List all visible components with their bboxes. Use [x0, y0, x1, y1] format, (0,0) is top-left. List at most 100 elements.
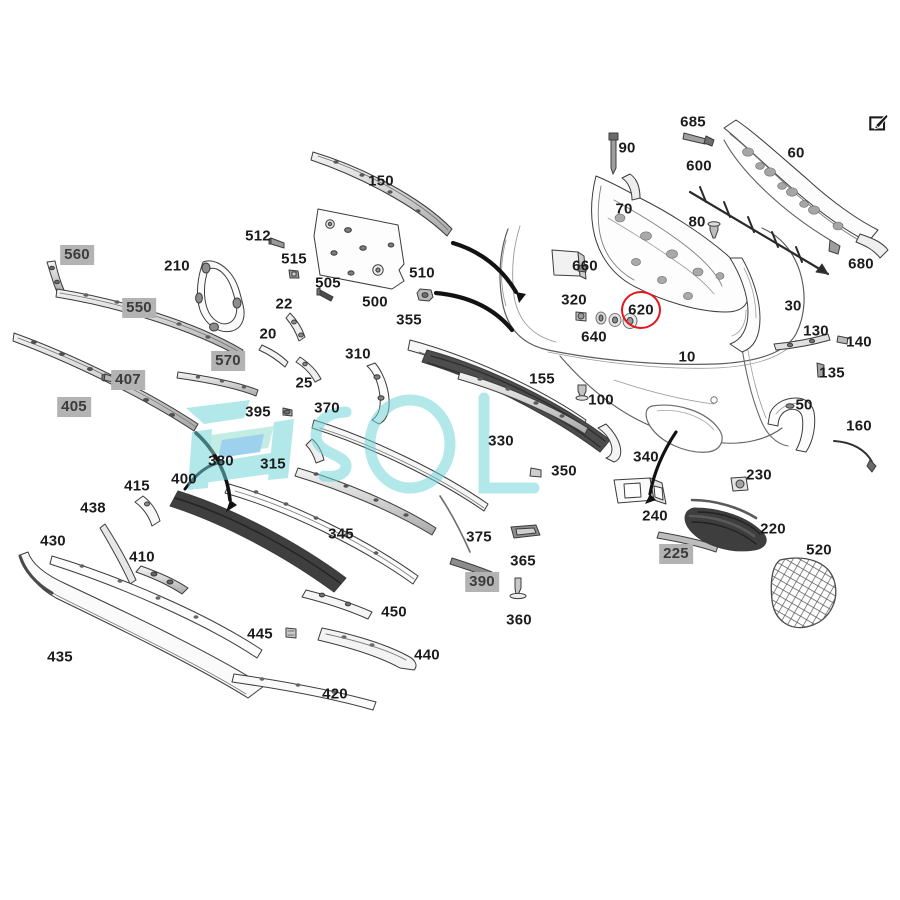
- callout-label-350[interactable]: 350: [551, 462, 577, 480]
- part-370: [311, 419, 489, 512]
- callout-label-135[interactable]: 135: [819, 364, 845, 382]
- callout-label-415[interactable]: 415: [124, 477, 150, 495]
- part-360: [509, 577, 527, 600]
- part-365: [510, 524, 541, 539]
- part-510: [416, 288, 434, 302]
- callout-label-430[interactable]: 430: [40, 532, 66, 550]
- callout-label-405[interactable]: 405: [57, 397, 91, 417]
- callout-label-380[interactable]: 380: [208, 452, 234, 470]
- callout-label-420[interactable]: 420: [322, 685, 348, 703]
- callout-label-240[interactable]: 240: [642, 507, 668, 525]
- callout-label-25[interactable]: 25: [295, 374, 313, 392]
- part-230: [730, 476, 749, 492]
- callout-label-620[interactable]: 620: [628, 301, 654, 319]
- callout-label-320[interactable]: 320: [561, 291, 587, 309]
- part-100: [575, 384, 589, 401]
- callout-label-365[interactable]: 365: [510, 552, 536, 570]
- callout-label-50[interactable]: 50: [795, 396, 813, 414]
- part-130: [773, 333, 831, 351]
- callout-label-345[interactable]: 345: [328, 525, 354, 543]
- callout-label-560[interactable]: 560: [60, 245, 94, 265]
- callout-label-505[interactable]: 505: [315, 274, 341, 292]
- part-210: [195, 260, 245, 333]
- callout-label-390[interactable]: 390: [465, 572, 499, 592]
- callout-label-640[interactable]: 640: [581, 328, 607, 346]
- callout-label-550[interactable]: 550: [122, 298, 156, 318]
- callout-label-680[interactable]: 680: [848, 255, 874, 273]
- callout-label-520[interactable]: 520: [806, 541, 832, 559]
- part-140: [836, 335, 849, 345]
- part-512: [268, 237, 285, 249]
- part-135: [816, 362, 825, 378]
- part-240: [613, 477, 667, 505]
- part-570: [176, 371, 259, 397]
- callout-label-90[interactable]: 90: [618, 139, 636, 157]
- part-340: [597, 423, 622, 463]
- part-438: [99, 523, 137, 585]
- callout-label-450[interactable]: 450: [381, 603, 407, 621]
- callout-label-150[interactable]: 150: [368, 172, 394, 190]
- callout-label-355[interactable]: 355: [396, 311, 422, 329]
- part-445: [285, 627, 297, 639]
- callout-label-230[interactable]: 230: [746, 466, 772, 484]
- part-450: [301, 589, 373, 620]
- callout-label-375[interactable]: 375: [466, 528, 492, 546]
- callout-label-515[interactable]: 515: [281, 250, 307, 268]
- part-640: [595, 311, 622, 327]
- callout-label-80[interactable]: 80: [688, 213, 706, 231]
- part-315: [305, 438, 325, 464]
- callout-label-70[interactable]: 70: [615, 200, 633, 218]
- edit-pencil-icon[interactable]: [868, 113, 888, 133]
- callout-label-410[interactable]: 410: [129, 548, 155, 566]
- callout-label-130[interactable]: 130: [803, 322, 829, 340]
- callout-label-310[interactable]: 310: [345, 345, 371, 363]
- callout-label-220[interactable]: 220: [760, 520, 786, 538]
- part-440: [317, 627, 417, 671]
- callout-label-100[interactable]: 100: [588, 391, 614, 409]
- callout-label-435[interactable]: 435: [47, 648, 73, 666]
- part-80: [707, 221, 721, 239]
- callout-label-440[interactable]: 440: [414, 646, 440, 664]
- callout-label-395[interactable]: 395: [245, 403, 271, 421]
- callout-label-438[interactable]: 438: [80, 499, 106, 517]
- callout-label-225[interactable]: 225: [659, 544, 693, 564]
- part-160: [833, 440, 877, 473]
- callout-label-510[interactable]: 510: [409, 264, 435, 282]
- part-225: [656, 531, 719, 553]
- callout-label-600[interactable]: 600: [686, 157, 712, 175]
- callout-label-407[interactable]: 407: [111, 370, 145, 390]
- callout-label-315[interactable]: 315: [260, 455, 286, 473]
- callout-label-570[interactable]: 570: [211, 351, 245, 371]
- callout-label-10[interactable]: 10: [678, 348, 696, 366]
- callout-label-512[interactable]: 512: [245, 227, 271, 245]
- callout-label-360[interactable]: 360: [506, 611, 532, 629]
- part-90: [608, 132, 619, 175]
- part-560: [46, 260, 65, 293]
- part-395: [282, 407, 293, 417]
- callout-label-22[interactable]: 22: [275, 295, 293, 313]
- part-22: [285, 312, 306, 342]
- callout-label-400[interactable]: 400: [171, 470, 197, 488]
- callout-label-660[interactable]: 660: [572, 257, 598, 275]
- callout-label-370[interactable]: 370: [314, 399, 340, 417]
- callout-label-210[interactable]: 210: [164, 257, 190, 275]
- callout-label-20[interactable]: 20: [259, 325, 277, 343]
- callout-label-140[interactable]: 140: [846, 333, 872, 351]
- callout-label-685[interactable]: 685: [680, 113, 706, 131]
- callout-label-30[interactable]: 30: [784, 297, 802, 315]
- part-330: [421, 349, 611, 453]
- part-220: [684, 498, 767, 552]
- callout-label-500[interactable]: 500: [362, 293, 388, 311]
- part-515: [288, 269, 300, 279]
- part-70: [591, 173, 749, 313]
- part-505: [316, 287, 334, 302]
- callout-label-60[interactable]: 60: [787, 144, 805, 162]
- callout-label-155[interactable]: 155: [529, 370, 555, 388]
- part-620: [622, 313, 638, 329]
- callout-label-160[interactable]: 160: [846, 417, 872, 435]
- callout-label-340[interactable]: 340: [633, 448, 659, 466]
- part-350: [529, 467, 542, 478]
- callout-label-330[interactable]: 330: [488, 432, 514, 450]
- callout-label-445[interactable]: 445: [247, 625, 273, 643]
